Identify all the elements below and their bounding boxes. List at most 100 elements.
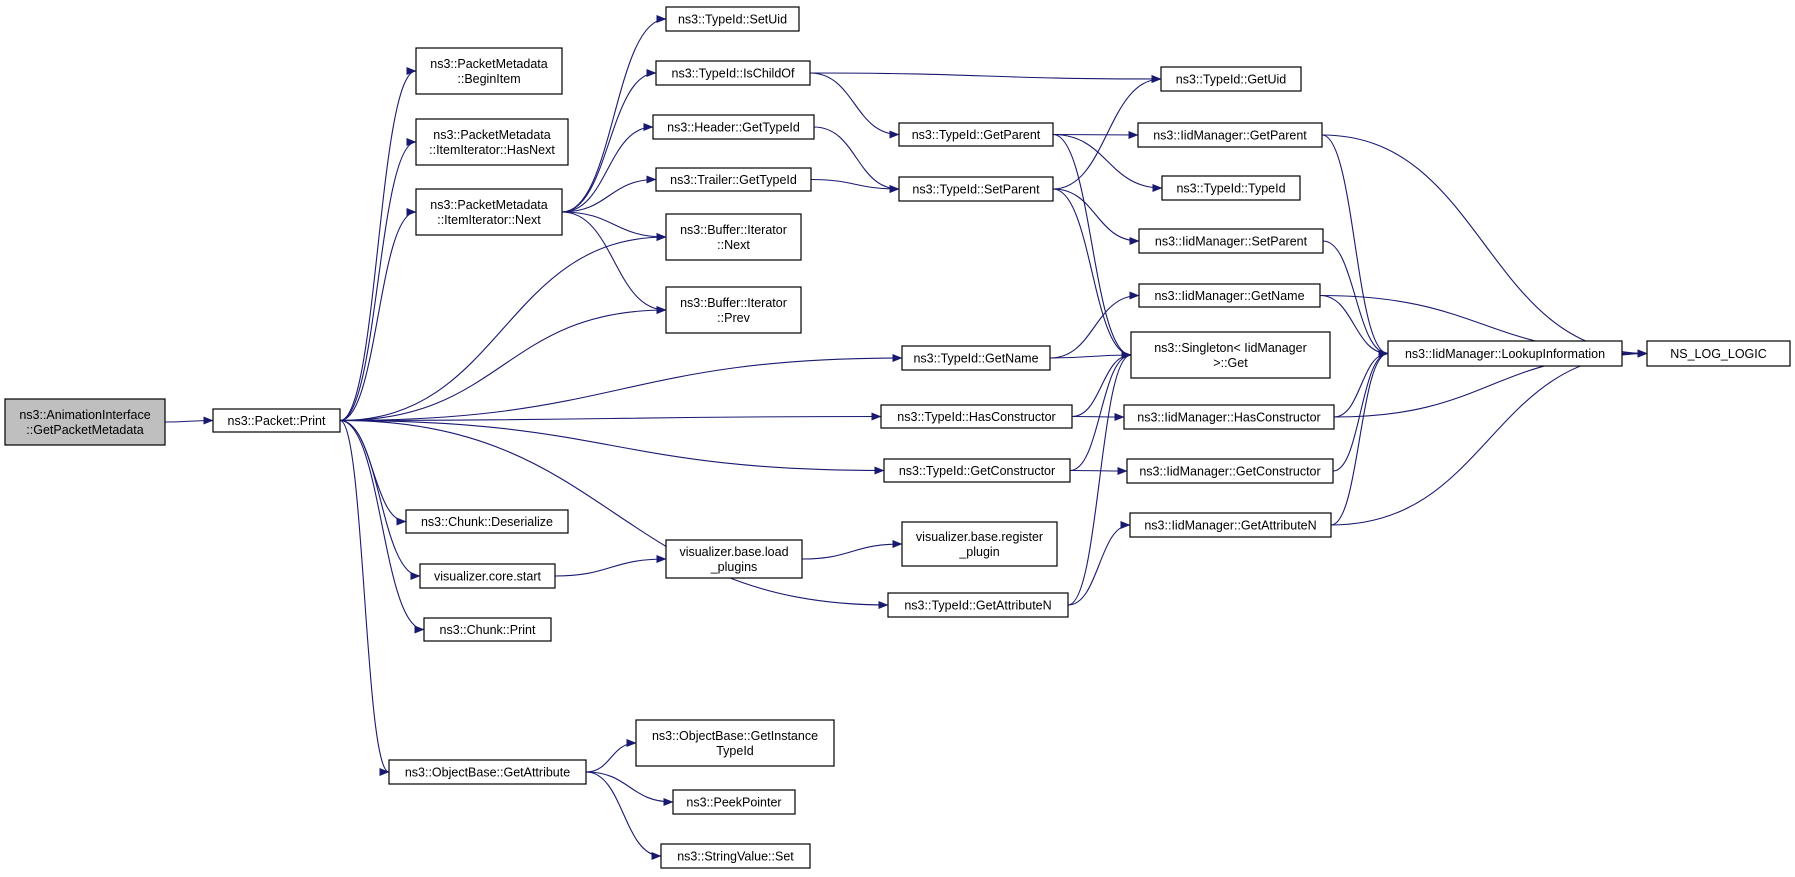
node-label-pm_next-1: ::ItemIterator::Next — [437, 213, 541, 227]
node-label-iid_setparent-0: ns3::IidManager::SetParent — [1155, 235, 1308, 249]
node-box-tid_ischild — [655, 60, 811, 86]
edge-hdr_gettid-to-tid_setparent — [813, 126, 900, 193]
edge-iid_getname-to-iid_lookup — [1319, 294, 1389, 358]
node-label-pm_begin-1: ::BeginItem — [457, 72, 520, 86]
edge-pm_next-to-trl_gettid — [561, 175, 657, 213]
node-label-tid_getctor-0: ns3::TypeId::GetConstructor — [899, 464, 1055, 478]
edge-pm_next-to-tid_setuid — [561, 15, 667, 213]
edge-ob_getattr-to-peek — [585, 771, 674, 806]
node-iid_hasctor[interactable]: ns3::IidManager::HasConstructor — [1123, 404, 1335, 430]
node-viz_start[interactable]: visualizer.core.start — [419, 563, 556, 589]
node-trl_gettid[interactable]: ns3::Trailer::GetTypeId — [655, 167, 812, 192]
node-label-iid_getctor-0: ns3::IidManager::GetConstructor — [1139, 465, 1320, 479]
node-ns_log[interactable]: NS_LOG_LOGIC — [1646, 340, 1791, 367]
edge-pm_next-to-tid_ischild — [561, 69, 657, 213]
node-box-buf_next — [665, 213, 802, 261]
node-anim[interactable]: ns3::AnimationInterface::GetPacketMetada… — [4, 398, 166, 446]
node-iid_getctor[interactable]: ns3::IidManager::GetConstructor — [1126, 458, 1334, 484]
node-print[interactable]: ns3::Packet::Print — [212, 408, 341, 433]
node-box-iid_getname — [1138, 283, 1321, 308]
edge-tid_getctor-to-iid_getctor — [1069, 466, 1128, 475]
node-hdr_gettid[interactable]: ns3::Header::GetTypeId — [652, 114, 815, 140]
node-strval_set[interactable]: ns3::StringValue::Set — [660, 843, 811, 869]
node-box-strval_set — [660, 843, 811, 869]
node-label-pm_begin-0: ns3::PacketMetadata — [430, 57, 547, 71]
node-label-pm_next-0: ns3::PacketMetadata — [430, 198, 547, 212]
edge-tid_getattrn-to-singleton — [1067, 351, 1132, 606]
node-label-singleton-1: >::Get — [1213, 356, 1248, 370]
node-pm_next[interactable]: ns3::PacketMetadata::ItemIterator::Next — [415, 188, 563, 236]
node-label-anim-0: ns3::AnimationInterface — [19, 408, 150, 422]
node-pm_begin[interactable]: ns3::PacketMetadata::BeginItem — [415, 47, 563, 95]
node-tid_setparent[interactable]: ns3::TypeId::SetParent — [898, 176, 1054, 202]
node-label-iid_getparent-0: ns3::IidManager::GetParent — [1153, 129, 1307, 143]
node-label-viz_start-0: visualizer.core.start — [434, 570, 542, 584]
edge-tid_getctor-to-singleton — [1069, 351, 1132, 472]
node-tid_hasctor[interactable]: ns3::TypeId::HasConstructor — [880, 404, 1073, 429]
node-buf_next[interactable]: ns3::Buffer::Iterator::Next — [665, 213, 802, 261]
edge-iid_getparent-to-ns_log — [1321, 134, 1648, 358]
node-box-iid_getattrn — [1129, 512, 1332, 538]
node-iid_setparent[interactable]: ns3::IidManager::SetParent — [1138, 228, 1324, 254]
node-chunk_print[interactable]: ns3::Chunk::Print — [423, 617, 552, 642]
node-singleton[interactable]: ns3::Singleton< IidManager >::Get — [1130, 331, 1331, 379]
edge-pm_next-to-buf_next — [561, 211, 667, 241]
edge-anim-to-print — [164, 416, 214, 425]
node-tid_getctor[interactable]: ns3::TypeId::GetConstructor — [883, 458, 1071, 483]
node-box-chunk_print — [423, 617, 552, 642]
node-box-viz_start — [419, 563, 556, 589]
node-iid_getname[interactable]: ns3::IidManager::GetName — [1138, 283, 1321, 308]
node-tid_getattrn[interactable]: ns3::TypeId::GetAttributeN — [887, 592, 1069, 618]
node-box-ob_getinst — [635, 719, 835, 767]
node-label-iid_getname-0: ns3::IidManager::GetName — [1154, 289, 1304, 303]
node-box-tid_typeid — [1161, 175, 1301, 201]
edge-print-to-tid_hasctor — [339, 412, 882, 422]
node-iid_getattrn[interactable]: ns3::IidManager::GetAttributeN — [1129, 512, 1332, 538]
node-label-buf_next-1: ::Next — [717, 238, 750, 252]
node-iid_getparent[interactable]: ns3::IidManager::GetParent — [1137, 122, 1323, 148]
node-tid_setuid[interactable]: ns3::TypeId::SetUid — [665, 6, 800, 32]
node-box-ob_getattr — [388, 759, 587, 785]
edge-print-to-buf_prev — [339, 306, 667, 422]
node-box-peek — [672, 789, 796, 815]
node-label-anim-1: ::GetPacketMetadata — [26, 423, 143, 437]
node-tid_typeid[interactable]: ns3::TypeId::TypeId — [1161, 175, 1301, 201]
edge-trl_gettid-to-tid_setparent — [810, 178, 900, 193]
node-label-peek-0: ns3::PeekPointer — [686, 796, 781, 810]
edge-viz_load-to-viz_register — [801, 540, 903, 560]
node-box-anim — [4, 398, 166, 446]
node-ob_getattr[interactable]: ns3::ObjectBase::GetAttribute — [388, 759, 587, 785]
node-label-iid_getattrn-0: ns3::IidManager::GetAttributeN — [1144, 519, 1316, 533]
node-pm_hasnext[interactable]: ns3::PacketMetadata::ItemIterator::HasNe… — [415, 118, 569, 166]
edge-viz_start-to-viz_load — [554, 555, 667, 577]
edge-print-to-tid_getname — [339, 354, 903, 422]
edge-iid_getattrn-to-ns_log — [1330, 349, 1648, 526]
node-box-pm_hasnext — [415, 118, 569, 166]
node-box-singleton — [1130, 331, 1331, 379]
node-label-chunk_print-0: ns3::Chunk::Print — [440, 623, 536, 637]
edge-iid_getctor-to-iid_lookup — [1332, 349, 1389, 472]
node-viz_load[interactable]: visualizer.base.load_plugins — [665, 539, 803, 579]
node-tid_getparent[interactable]: ns3::TypeId::GetParent — [898, 122, 1054, 147]
node-tid_getuid[interactable]: ns3::TypeId::GetUid — [1160, 66, 1302, 92]
node-label-buf_prev-0: ns3::Buffer::Iterator — [680, 296, 787, 310]
node-buf_prev[interactable]: ns3::Buffer::Iterator::Prev — [665, 286, 802, 334]
node-label-pm_hasnext-1: ::ItemIterator::HasNext — [429, 143, 555, 157]
node-peek[interactable]: ns3::PeekPointer — [672, 789, 796, 815]
edge-tid_getparent-to-singleton — [1052, 133, 1132, 359]
node-tid_ischild[interactable]: ns3::TypeId::IsChildOf — [655, 60, 811, 86]
edge-tid_hasctor-to-iid_hasctor — [1071, 412, 1125, 421]
edge-tid_setparent-to-tid_getuid — [1052, 75, 1162, 190]
node-iid_lookup[interactable]: ns3::IidManager::LookupInformation — [1387, 340, 1623, 367]
node-label-singleton-0: ns3::Singleton< IidManager — [1154, 341, 1307, 355]
edge-tid_setparent-to-iid_setparent — [1052, 188, 1140, 245]
node-chunk_deser[interactable]: ns3::Chunk::Deserialize — [405, 509, 569, 534]
node-viz_register[interactable]: visualizer.base.register_plugin — [901, 521, 1058, 567]
edge-tid_getparent-to-tid_typeid — [1052, 133, 1163, 192]
node-box-buf_prev — [665, 286, 802, 334]
node-box-tid_setuid — [665, 6, 800, 32]
node-box-ns_log — [1646, 340, 1791, 367]
node-box-tid_getctor — [883, 458, 1071, 483]
node-tid_getname[interactable]: ns3::TypeId::GetName — [901, 345, 1051, 371]
